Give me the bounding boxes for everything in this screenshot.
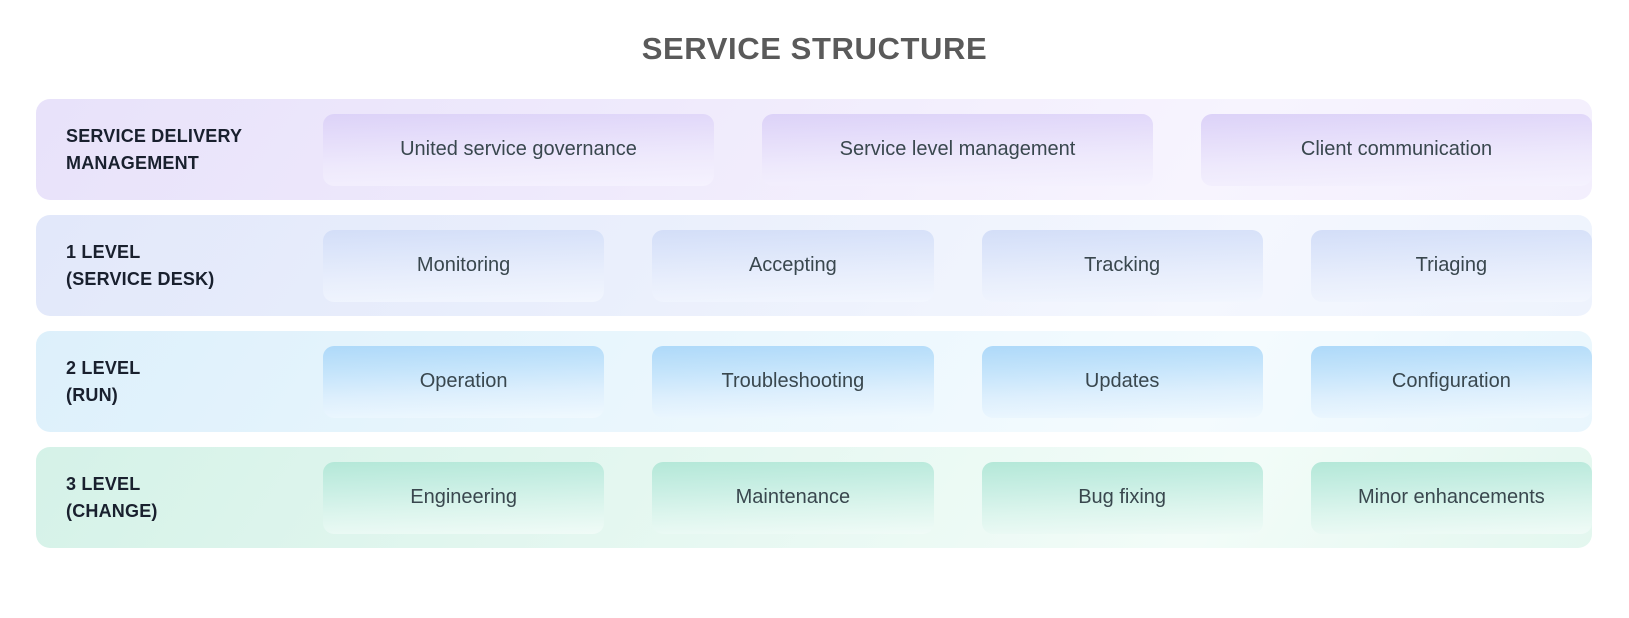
card-monitoring[interactable]: Monitoring xyxy=(323,229,605,302)
card-operation[interactable]: Operation xyxy=(323,345,605,418)
card-accepting[interactable]: Accepting xyxy=(652,229,934,302)
card-minor-enhancements[interactable]: Minor enhancements xyxy=(1310,461,1592,534)
card-tracking[interactable]: Tracking xyxy=(981,229,1263,302)
row-card-group: Operation Troubleshooting Updates Config… xyxy=(323,345,1592,418)
card-updates[interactable]: Updates xyxy=(981,345,1263,418)
card-client-communication[interactable]: Client communication xyxy=(1201,113,1592,186)
row-list: SERVICE DELIVERY MANAGEMENT United servi… xyxy=(36,99,1592,548)
row-label: 2 LEVEL (RUN) xyxy=(66,358,141,405)
card-troubleshooting[interactable]: Troubleshooting xyxy=(652,345,934,418)
card-configuration[interactable]: Configuration xyxy=(1310,345,1592,418)
card-bug-fixing[interactable]: Bug fixing xyxy=(981,461,1263,534)
row-3-level-change: 3 LEVEL (CHANGE) Engineering Maintenance… xyxy=(36,447,1592,548)
row-card-group: Engineering Maintenance Bug fixing Minor… xyxy=(323,461,1592,534)
row-card-group: Monitoring Accepting Tracking Triaging xyxy=(323,229,1592,302)
row-card-group: United service governance Service level … xyxy=(323,113,1592,186)
row-1-level-service-desk: 1 LEVEL (SERVICE DESK) Monitoring Accept… xyxy=(36,215,1592,316)
card-triaging[interactable]: Triaging xyxy=(1310,229,1592,302)
row-label: 3 LEVEL (CHANGE) xyxy=(66,474,158,521)
card-engineering[interactable]: Engineering xyxy=(323,461,605,534)
row-2-level-run: 2 LEVEL (RUN) Operation Troubleshooting … xyxy=(36,331,1592,432)
card-service-level-management[interactable]: Service level management xyxy=(762,113,1153,186)
row-label: SERVICE DELIVERY MANAGEMENT xyxy=(66,126,243,173)
row-service-delivery-management: SERVICE DELIVERY MANAGEMENT United servi… xyxy=(36,99,1592,200)
card-united-service-governance[interactable]: United service governance xyxy=(323,113,714,186)
row-label: 1 LEVEL (SERVICE DESK) xyxy=(66,242,215,289)
page-title: SERVICE STRUCTURE xyxy=(641,31,988,66)
card-maintenance[interactable]: Maintenance xyxy=(652,461,934,534)
